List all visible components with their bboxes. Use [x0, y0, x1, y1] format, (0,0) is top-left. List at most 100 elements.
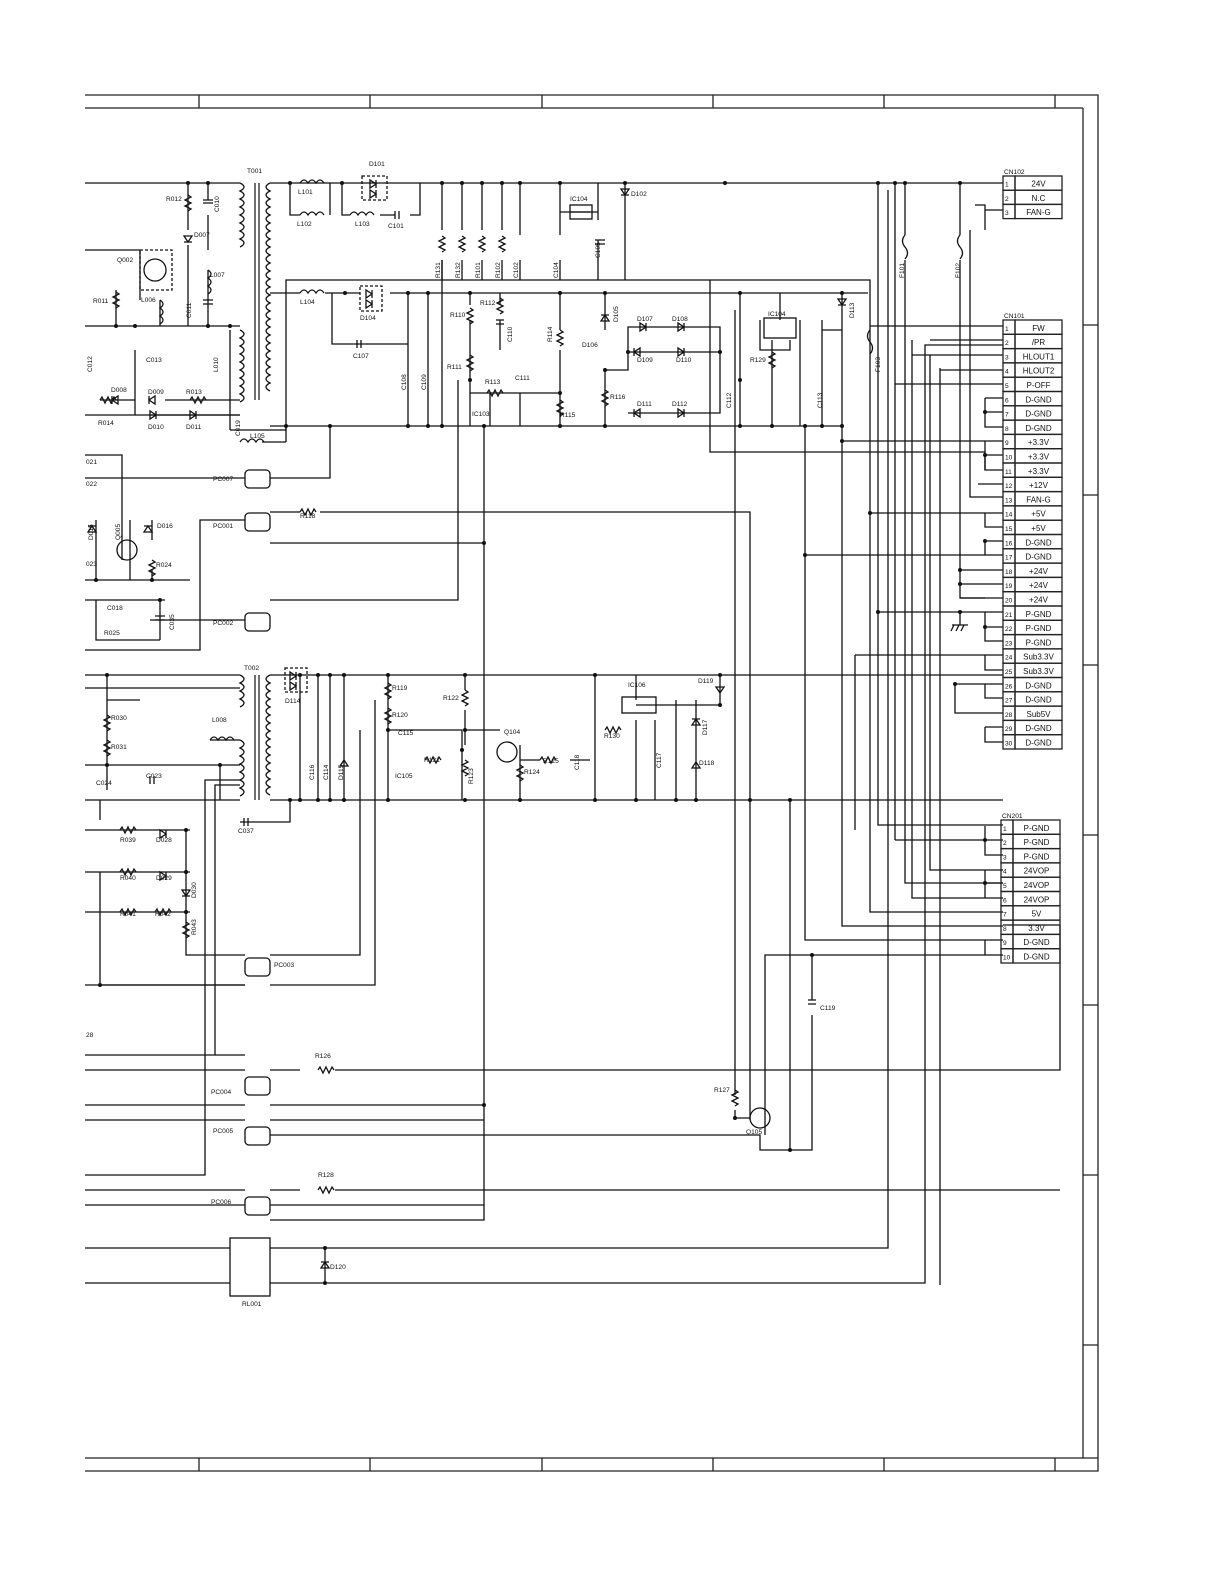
ref-label: Q002	[117, 257, 133, 264]
pin-signal: D-GND	[1023, 953, 1049, 962]
ref-label: D114	[285, 698, 301, 705]
ref-label: PC003	[274, 962, 294, 969]
pin-number: 30	[1005, 741, 1013, 748]
pin-number: 28	[1005, 712, 1013, 719]
pin-signal: P-GND	[1024, 838, 1050, 847]
pin-signal: D-GND	[1025, 553, 1051, 562]
ref-label: R130	[604, 733, 620, 740]
pin-number: 12	[1005, 483, 1013, 490]
ref-label: C111	[515, 375, 530, 382]
ref-label: PC002	[213, 620, 233, 627]
pin-signal: +24V	[1029, 581, 1049, 590]
ref-label: 022	[86, 481, 97, 488]
ref-label: L007	[210, 272, 225, 279]
ref-label: R121	[424, 757, 440, 764]
ref-label: D117	[702, 719, 709, 735]
ref-label: D119	[698, 678, 714, 685]
ref-label: R131	[435, 262, 442, 278]
ref-label: R024	[156, 562, 172, 569]
ref-label: F103	[875, 357, 882, 372]
pin-signal: D-GND	[1025, 395, 1051, 404]
ref-label: C113	[817, 392, 824, 408]
ref-label: F102	[955, 263, 962, 278]
pin-signal-cell	[1014, 203, 1063, 220]
pin-signal: P-GND	[1024, 852, 1050, 861]
pin-signal: +12V	[1029, 481, 1049, 490]
ref-label: PC004	[211, 1089, 231, 1096]
pin-signal: +5V	[1031, 524, 1046, 533]
ref-label: F101	[899, 263, 906, 278]
ref-label: C037	[238, 828, 254, 835]
pin-signal: 24VOP	[1024, 895, 1050, 904]
ref-label: R115	[560, 412, 576, 419]
pin-number: 4	[1003, 869, 1007, 876]
ref-label: D120	[330, 1264, 346, 1271]
ref-label: IC104	[570, 196, 588, 203]
ref-label: R013	[186, 389, 202, 396]
pin-number: 4	[1005, 369, 1009, 376]
ref-label: C011	[186, 302, 193, 318]
ref-label: L010	[213, 357, 220, 372]
ref-label: D029	[156, 875, 172, 882]
ref-label: T001	[247, 168, 262, 175]
pin-signal: +5V	[1031, 510, 1046, 519]
pin-signal: D-GND	[1025, 696, 1051, 705]
pin-signal: D-GND	[1025, 724, 1051, 733]
ref-label: Q104	[504, 729, 520, 736]
ref-label: C035	[169, 614, 176, 630]
pin-number: 9	[1005, 440, 1009, 447]
ref-label: R129	[750, 357, 766, 364]
pin-signal: FAN-G	[1026, 495, 1050, 504]
ref-label: R041	[120, 911, 136, 918]
ref-label: L101	[298, 189, 313, 196]
ref-label: R124	[524, 769, 540, 776]
pin-signal: +24V	[1029, 596, 1049, 605]
ref-label: C108	[401, 374, 408, 390]
ref-label: PC007	[213, 476, 233, 483]
ref-label: D009	[148, 389, 164, 396]
pin-signal: HLOUT2	[1023, 367, 1055, 376]
pin-number: 3	[1005, 210, 1009, 217]
pin-number: 15	[1005, 526, 1013, 533]
pin-number: 21	[1005, 612, 1013, 619]
ref-label: D011	[186, 424, 202, 431]
pin-signal: 24VOP	[1024, 867, 1050, 876]
ref-label: R125	[543, 758, 559, 765]
ref-label: D007	[194, 232, 210, 239]
ref-label: C024	[96, 780, 112, 787]
pin-signal: N.C	[1032, 194, 1046, 203]
ref-label: 021	[86, 459, 97, 466]
pin-number: 14	[1005, 512, 1013, 519]
ref-label: D008	[111, 387, 127, 394]
ref-label: C012	[87, 356, 94, 372]
pin-number: 25	[1005, 669, 1013, 676]
ref-label: D110	[676, 357, 692, 364]
ref-label: C115	[398, 730, 414, 737]
pin-number: 17	[1005, 555, 1013, 562]
ref-label: R126	[315, 1053, 331, 1060]
ref-label: IC105	[395, 773, 413, 780]
pin-number: 2	[1003, 840, 1007, 847]
pin-number: 27	[1005, 698, 1013, 705]
ref-label: Q105	[746, 1129, 762, 1136]
pin-signal: P-GND	[1026, 610, 1052, 619]
ref-label: D118	[699, 760, 715, 767]
ref-label: R040	[120, 875, 136, 882]
ref-label: R120	[392, 712, 408, 719]
pin-signal: +3.3V	[1028, 438, 1050, 447]
pin-number: 2	[1005, 340, 1009, 347]
pin-signal: FW	[1032, 324, 1045, 333]
pin-number: 8	[1003, 926, 1007, 933]
pin-number: 23	[1005, 640, 1013, 647]
wires	[85, 182, 1061, 1285]
ref-label: R122	[443, 695, 459, 702]
ref-label: D028	[156, 837, 172, 844]
ref-label: R102	[495, 262, 502, 278]
ref-label: D101	[369, 161, 385, 168]
pin-number: 2	[1005, 196, 1009, 203]
ref-label: R123	[468, 768, 475, 784]
pin-signal: HLOUT1	[1023, 352, 1055, 361]
